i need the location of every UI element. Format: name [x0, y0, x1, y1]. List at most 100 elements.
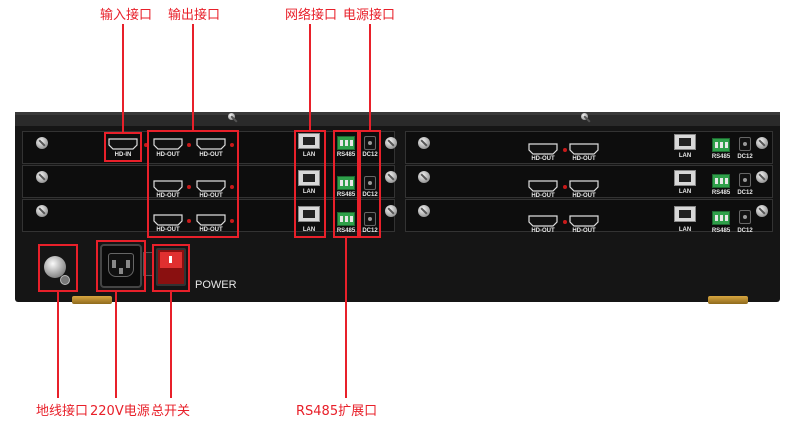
leader-rs485: [345, 238, 347, 398]
screw-icon: [418, 205, 430, 217]
dc-jack-icon[interactable]: [739, 173, 751, 187]
leader-ground: [57, 292, 59, 398]
callout-220v-power: 220V电源: [90, 404, 150, 419]
led-indicator: [187, 143, 191, 147]
highlight-ground: [38, 244, 78, 292]
chassis-foot: [708, 296, 748, 304]
lan-port-icon[interactable]: [674, 170, 696, 186]
lan-label: LAN: [302, 189, 316, 195]
leader-power-port: [369, 24, 371, 130]
rs485-terminal-icon[interactable]: [712, 138, 730, 152]
hd-out-label: HD-OUT: [199, 227, 223, 233]
dc12-label: DC12: [362, 228, 378, 234]
dc12-label: DC12: [737, 190, 753, 196]
led-indicator: [187, 219, 191, 223]
rs485-terminal-icon[interactable]: [712, 174, 730, 188]
screw-icon: [756, 137, 768, 149]
callout-output-port: 输出接口: [168, 8, 221, 23]
dc-jack-icon[interactable]: [739, 210, 751, 224]
led-indicator: [144, 143, 148, 147]
callout-power-port: 电源接口: [343, 8, 396, 23]
lan-port-icon[interactable]: [674, 206, 696, 222]
dc12-label: DC12: [362, 192, 378, 198]
hdmi-port-icon[interactable]: [569, 143, 599, 155]
highlight-output-ports: [147, 130, 239, 238]
dc-jack-icon[interactable]: [364, 176, 376, 190]
callout-input-port: 输入接口: [100, 8, 153, 23]
dc12-label: DC12: [362, 152, 378, 158]
hd-out-label: HD-OUT: [199, 152, 223, 158]
hdmi-port-icon[interactable]: [153, 180, 183, 192]
power-pin: [119, 268, 123, 274]
screw-icon: [756, 205, 768, 217]
leader-switch: [170, 292, 172, 398]
rs485-label: RS485: [336, 192, 356, 198]
power-inlet-icon[interactable]: [100, 244, 142, 288]
hdmi-port-icon[interactable]: [569, 215, 599, 227]
hd-out-label: HD-OUT: [572, 193, 596, 199]
hdmi-port-icon[interactable]: [153, 138, 183, 150]
screw-icon: [36, 205, 48, 217]
hdmi-port-icon[interactable]: [528, 180, 558, 192]
led-indicator: [563, 185, 567, 189]
rs485-label: RS485: [711, 190, 731, 196]
hd-out-label: HD-OUT: [531, 156, 555, 162]
screw-icon: [385, 137, 397, 149]
power-pin: [126, 260, 130, 268]
hdmi-port-icon[interactable]: [196, 138, 226, 150]
led-indicator: [563, 220, 567, 224]
rs485-terminal-icon[interactable]: [337, 136, 355, 150]
rs485-terminal-icon[interactable]: [337, 176, 355, 190]
led-indicator: [230, 143, 234, 147]
callout-main-switch: 总开关: [151, 404, 191, 419]
screw-icon: [228, 113, 235, 120]
hd-out-label: HD-OUT: [572, 156, 596, 162]
hdmi-port-icon[interactable]: [528, 143, 558, 155]
led-indicator: [230, 185, 234, 189]
screw-icon: [418, 171, 430, 183]
rs485-terminal-icon[interactable]: [337, 212, 355, 226]
leader-output-port: [192, 24, 194, 130]
ground-terminal-icon[interactable]: [44, 256, 66, 278]
lan-port-icon[interactable]: [298, 170, 320, 186]
hdmi-port-icon[interactable]: [528, 215, 558, 227]
dc-jack-icon[interactable]: [364, 212, 376, 226]
lan-port-icon[interactable]: [674, 134, 696, 150]
card-right-1: [405, 131, 773, 164]
rs485-label: RS485: [711, 154, 731, 160]
lan-label: LAN: [302, 152, 316, 158]
hdmi-port-icon[interactable]: [196, 214, 226, 226]
lan-label: LAN: [678, 153, 692, 159]
dc-jack-icon[interactable]: [739, 137, 751, 151]
screw-icon: [756, 171, 768, 183]
hd-out-label: HD-OUT: [531, 193, 555, 199]
switch-on-mark: [169, 256, 172, 263]
rs485-terminal-icon[interactable]: [712, 211, 730, 225]
highlight-rs485-ports: [333, 130, 359, 238]
screw-icon: [385, 205, 397, 217]
hdmi-port-icon[interactable]: [569, 180, 599, 192]
hdmi-port-icon[interactable]: [153, 214, 183, 226]
highlight-power-ports: [359, 130, 381, 238]
led-indicator: [563, 148, 567, 152]
callout-ground-port: 地线接口: [36, 404, 89, 419]
lan-label: LAN: [678, 227, 692, 233]
leader-network-port: [309, 24, 311, 130]
power-label: POWER: [195, 279, 237, 291]
dc-jack-icon[interactable]: [364, 136, 376, 150]
hd-in-label: HD-IN: [114, 152, 132, 158]
chassis-foot: [72, 296, 112, 304]
rs485-label: RS485: [711, 228, 731, 234]
highlight-220v: [96, 240, 146, 292]
lan-label: LAN: [302, 227, 316, 233]
highlight-switch: [152, 244, 190, 292]
hdmi-port-icon[interactable]: [108, 138, 138, 150]
hdmi-port-icon[interactable]: [196, 180, 226, 192]
dc12-label: DC12: [737, 228, 753, 234]
hd-out-label: HD-OUT: [572, 228, 596, 234]
lan-port-icon[interactable]: [298, 206, 320, 222]
hd-out-label: HD-OUT: [156, 227, 180, 233]
screw-icon: [385, 171, 397, 183]
chassis-lip: [15, 112, 780, 115]
lan-port-icon[interactable]: [298, 133, 320, 149]
